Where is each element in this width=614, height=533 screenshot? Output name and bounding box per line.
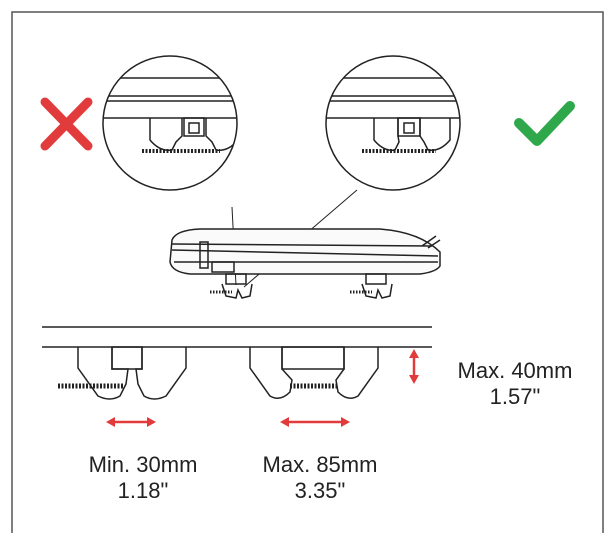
min-width-metric: Min. 30mm [88, 452, 198, 477]
min-width-label: Min. 30mm 1.18" [58, 452, 228, 504]
max-height-label: Max. 40mm 1.57" [425, 358, 605, 410]
min-width-imperial: 1.18" [117, 478, 169, 503]
max-height-metric: Max. 40mm [457, 358, 573, 383]
max-height-imperial: 1.57" [489, 384, 541, 409]
frame-border [11, 11, 604, 533]
cross-mark-icon [40, 97, 93, 151]
magnifier-correct [325, 55, 461, 191]
check-mark-icon [514, 101, 575, 146]
magnifier-incorrect [102, 55, 238, 191]
width-arrow-min [106, 417, 156, 427]
height-arrow-max [409, 349, 419, 384]
roof-box-illustration [169, 228, 441, 299]
width-arrow-max [280, 417, 350, 427]
max-width-label: Max. 85mm 3.35" [235, 452, 405, 504]
max-width-metric: Max. 85mm [262, 452, 378, 477]
crossbar-detail [42, 326, 432, 400]
max-width-imperial: 3.35" [294, 478, 346, 503]
